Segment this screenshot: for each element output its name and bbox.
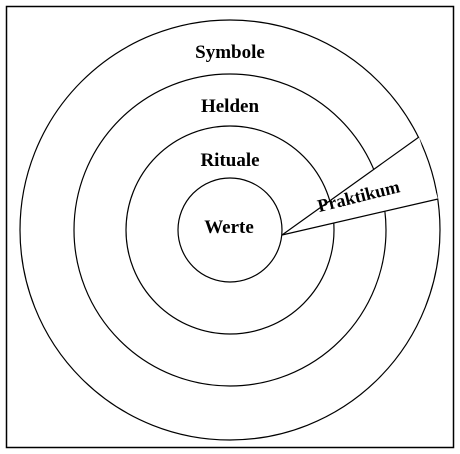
label-werte: Werte bbox=[204, 217, 254, 238]
ring-helden bbox=[73, 73, 387, 387]
ring-rituale bbox=[125, 125, 335, 335]
frame-border bbox=[5, 5, 455, 449]
label-helden: Helden bbox=[201, 96, 259, 117]
core-circle-werte bbox=[177, 177, 283, 283]
praktikum-wedge-lower-edge bbox=[281, 198, 439, 236]
label-symbole: Symbole bbox=[195, 42, 265, 63]
praktikum-wedge-upper-edge bbox=[281, 136, 420, 236]
ring-symbole bbox=[19, 19, 441, 441]
praktikum-wedge bbox=[282, 137, 438, 235]
label-rituale: Rituale bbox=[200, 150, 259, 171]
